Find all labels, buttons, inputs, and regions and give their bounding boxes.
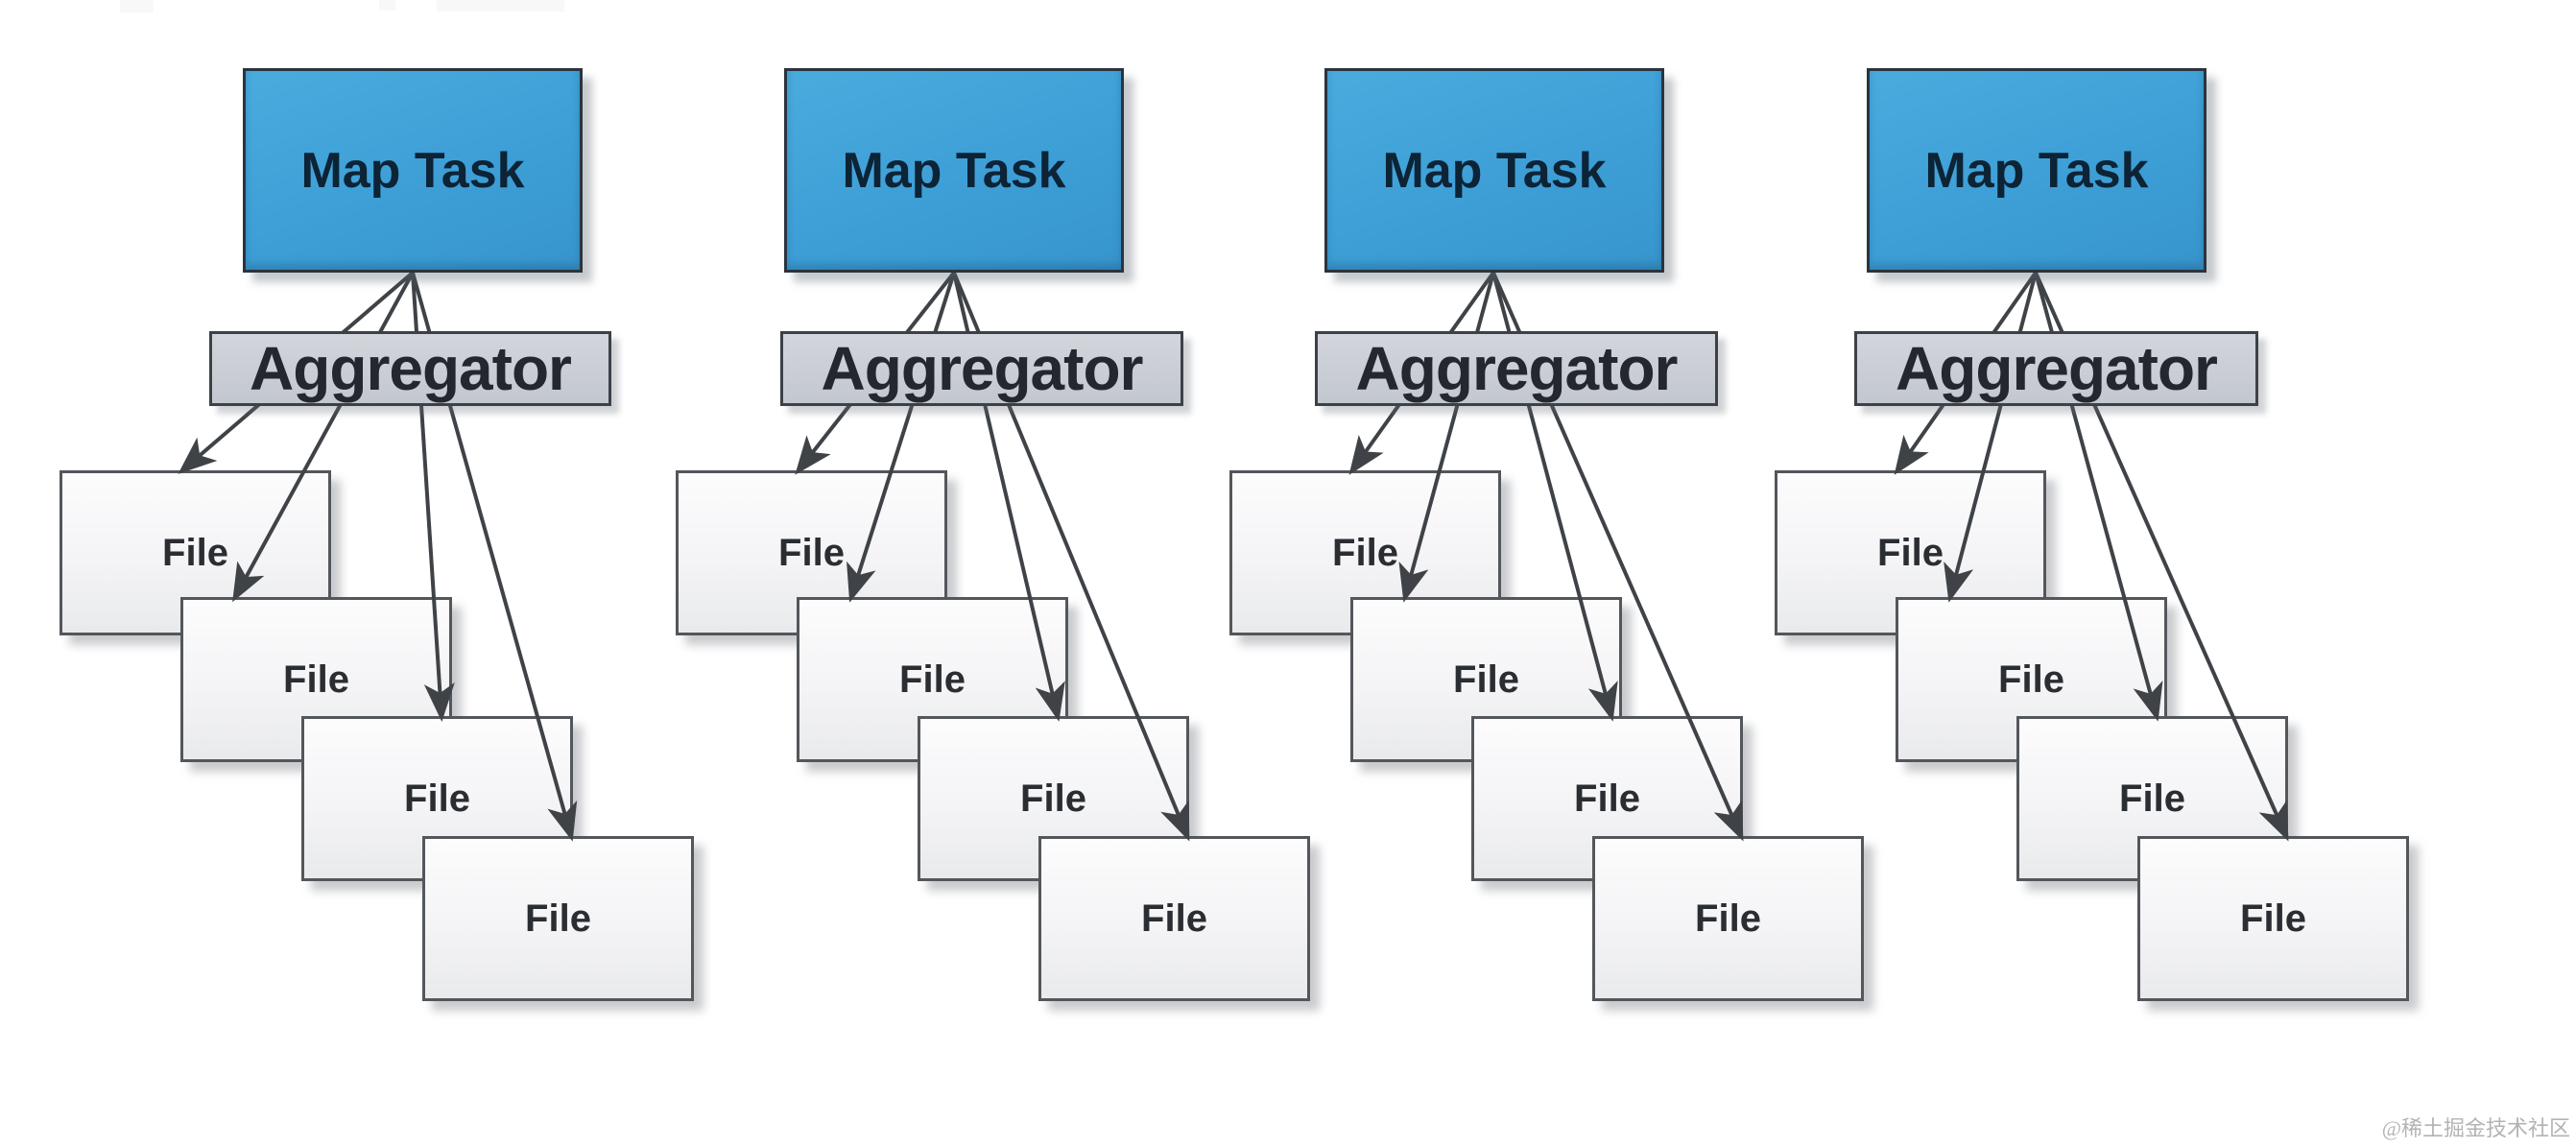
map-task-label: Map Task [1924, 142, 2149, 199]
aggregator-label: Aggregator [250, 334, 572, 403]
arrow-map-to-file [1944, 272, 2038, 603]
aggregator-bar: Aggregator [1315, 331, 1718, 406]
arrow-map-to-file [1398, 272, 1495, 603]
file-label: File [778, 532, 845, 574]
arrow-map-to-file [232, 272, 415, 603]
aggregator-bar: Aggregator [209, 331, 611, 406]
watermark-text: @稀土掘金技术社区 [2381, 1116, 2570, 1140]
map-task-box: Map Task [1324, 68, 1664, 273]
file-label: File [1574, 777, 1640, 820]
file-label: File [1695, 897, 1761, 940]
map-task-box: Map Task [1867, 68, 2206, 273]
file-label: File [1998, 658, 2064, 701]
map-task-label: Map Task [300, 142, 525, 199]
map-task-box: Map Task [784, 68, 1124, 273]
file-label: File [1332, 532, 1398, 574]
map-task-label: Map Task [842, 142, 1066, 199]
file-label: File [1141, 897, 1207, 940]
top-edge-artifact [437, 0, 564, 12]
map-task-box: Map Task [243, 68, 583, 273]
file-label: File [2119, 777, 2185, 820]
file-label: File [899, 658, 966, 701]
top-edge-artifact [379, 0, 395, 11]
top-edge-artifact [120, 0, 154, 12]
aggregator-bar: Aggregator [780, 331, 1183, 406]
file-label: File [2240, 897, 2306, 940]
map-task-label: Map Task [1382, 142, 1607, 199]
file-label: File [1877, 532, 1944, 574]
aggregator-label: Aggregator [821, 334, 1144, 403]
aggregator-label: Aggregator [1896, 334, 2218, 403]
file-box: File [2137, 836, 2409, 1001]
file-label: File [525, 897, 591, 940]
file-label: File [1453, 658, 1519, 701]
aggregator-label: Aggregator [1355, 334, 1679, 403]
aggregator-bar: Aggregator [1854, 331, 2258, 406]
file-label: File [404, 777, 470, 820]
file-label: File [162, 532, 228, 574]
file-label: File [283, 658, 349, 701]
arrow-map-to-file [847, 272, 956, 603]
file-label: File [1020, 777, 1086, 820]
